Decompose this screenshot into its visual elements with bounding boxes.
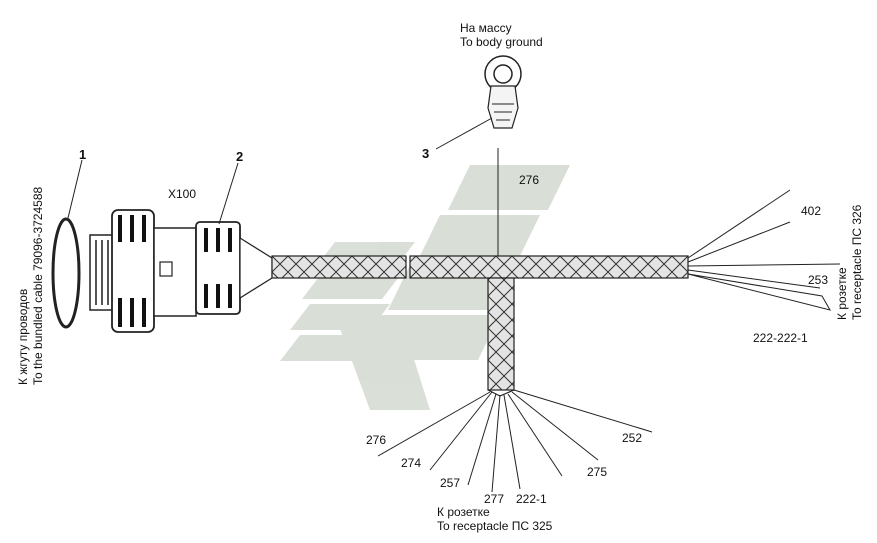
harness-branch-down <box>487 277 515 391</box>
o-ring-icon <box>51 217 81 329</box>
callout-leader-3 <box>435 117 493 150</box>
wire-right-253: 253 <box>808 273 828 287</box>
wire-bottom-277: 277 <box>484 492 504 506</box>
wire-bottom-276: 276 <box>366 433 386 447</box>
harness-trunk-left <box>271 255 407 279</box>
bottom-wire-fan <box>377 389 653 493</box>
receptacle-326-ru: К розетке <box>835 267 849 320</box>
connector-label: X100 <box>168 187 196 201</box>
right-wire-fan <box>687 189 841 311</box>
branch-end <box>487 389 515 397</box>
ground-label-en: To body ground <box>460 35 543 49</box>
harness-trunk-right <box>409 255 689 279</box>
bundle-label-en: To the bundled cable 79096-3724588 <box>31 187 45 385</box>
callout-1: 1 <box>79 147 86 162</box>
wire-top-label: 276 <box>519 173 539 187</box>
wire-bottom-257: 257 <box>440 476 460 490</box>
callout-leader-1 <box>67 159 83 219</box>
receptacle-325-en: To receptacle ПС 325 <box>437 519 553 533</box>
cable-boot <box>239 236 273 300</box>
wire-bottom-274: 274 <box>401 456 421 470</box>
ground-lug-icon <box>484 55 522 129</box>
callout-3: 3 <box>422 146 429 161</box>
wire-bottom-275: 275 <box>587 465 607 479</box>
ground-label-ru: На массу <box>460 21 512 35</box>
receptacle-326-en: To receptacle ПС 326 <box>850 204 864 320</box>
callout-leader-2 <box>218 162 239 225</box>
callout-2: 2 <box>236 149 243 164</box>
wire-bottom-252: 252 <box>622 431 642 445</box>
receptacle-325-ru: К розетке <box>437 505 490 519</box>
bundle-label-ru: К жгуту проводов <box>16 289 30 385</box>
wire-right-222: 222-222-1 <box>753 331 808 345</box>
connector-x100-icon <box>89 209 241 333</box>
wire-bottom-222-1: 222-1 <box>516 492 547 506</box>
watermark-logo <box>280 165 570 410</box>
wire-right-402: 402 <box>801 204 821 218</box>
